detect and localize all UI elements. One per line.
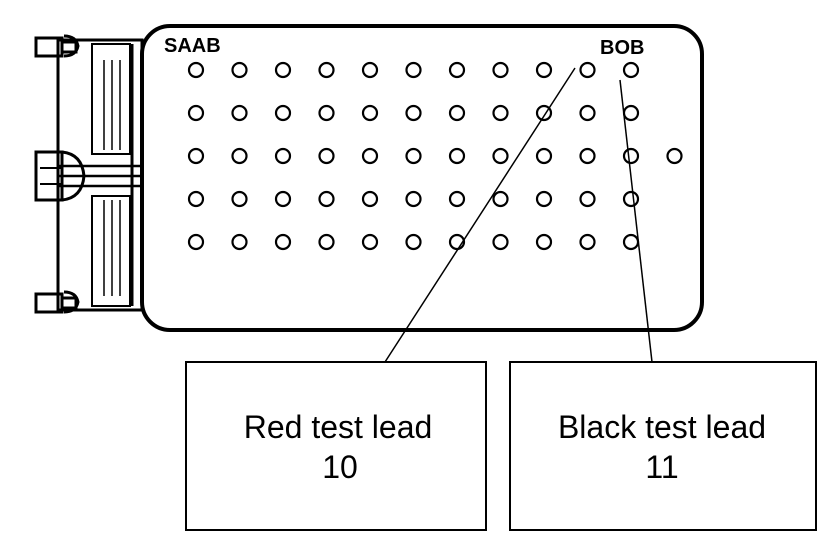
connector-clip-top [34, 36, 78, 58]
pin-hole [405, 233, 422, 251]
black-test-lead-number: 11 [645, 449, 678, 485]
pin-hole [405, 190, 422, 208]
pin-hole [318, 61, 335, 79]
pin-hole [579, 147, 596, 165]
pin-hole [274, 233, 292, 251]
pin-hole [274, 190, 292, 208]
pin-hole [579, 61, 596, 79]
pin-hole [448, 104, 466, 122]
pin-hole [492, 147, 509, 165]
pin-hole [231, 61, 248, 79]
pin-hole [231, 147, 248, 165]
pin-hole [187, 190, 205, 208]
pin-hole [187, 61, 205, 79]
red-test-lead-label: Red test lead [244, 409, 433, 445]
test-lead-lines [384, 67, 653, 363]
pin-hole [579, 104, 596, 122]
pin-hole [622, 61, 640, 79]
pin-grid [187, 61, 683, 251]
bob-label: BOB [600, 37, 644, 59]
pin-hole [405, 61, 422, 79]
pin-hole [231, 190, 248, 208]
pin-hole [622, 147, 640, 165]
pin-hole [492, 190, 509, 208]
black-test-lead-box: Black test lead 11 [509, 361, 817, 531]
breakout-box [140, 24, 704, 332]
connector-clip-bottom [34, 292, 78, 314]
pin-hole [622, 233, 640, 251]
pin-hole [405, 147, 422, 165]
pin-hole [622, 190, 640, 208]
pin-hole [535, 233, 553, 251]
red-test-lead-box-frame [185, 361, 487, 531]
red-test-lead-box: Red test lead 10 [185, 361, 487, 531]
pin-hole [274, 61, 292, 79]
connector-clip-bottom-tab [63, 290, 80, 314]
pin-hole [492, 61, 509, 79]
red-test-lead-number: 10 [322, 449, 358, 485]
pin-hole [666, 147, 683, 165]
pin-hole [535, 61, 553, 79]
pin-hole [187, 233, 205, 251]
brand-label: SAAB [164, 35, 221, 57]
pin-hole [361, 147, 379, 165]
pin-hole [318, 190, 335, 208]
pin-hole [274, 104, 292, 122]
pin-hole [187, 104, 205, 122]
pin-hole [579, 190, 596, 208]
pin-hole [405, 104, 422, 122]
pin-hole [622, 104, 640, 122]
pin-hole [535, 147, 553, 165]
pin-hole [448, 61, 466, 79]
pin-hole [448, 147, 466, 165]
connector-upper-block [91, 43, 131, 155]
pin-hole [318, 104, 335, 122]
pin-hole [579, 233, 596, 251]
connector-clip-top-tab [63, 34, 80, 58]
black-test-lead-label: Black test lead [558, 409, 766, 445]
pin-hole [231, 233, 248, 251]
pin-hole [361, 61, 379, 79]
pin-hole [361, 104, 379, 122]
pin-hole [492, 233, 509, 251]
pin-hole [448, 190, 466, 208]
pin-hole [318, 147, 335, 165]
connector-lower-block [91, 195, 131, 307]
pin-hole [361, 190, 379, 208]
black-test-lead-line [619, 79, 653, 363]
connector-assembly [34, 34, 144, 314]
pin-hole [274, 147, 292, 165]
pin-hole [318, 233, 335, 251]
black-test-lead-box-frame [509, 361, 817, 531]
pin-hole [231, 104, 248, 122]
pin-hole [535, 190, 553, 208]
red-test-lead-line [384, 67, 576, 363]
connector-clip-middle-tab [61, 150, 86, 202]
pin-hole [187, 147, 205, 165]
pin-hole [361, 233, 379, 251]
pin-hole [492, 104, 509, 122]
